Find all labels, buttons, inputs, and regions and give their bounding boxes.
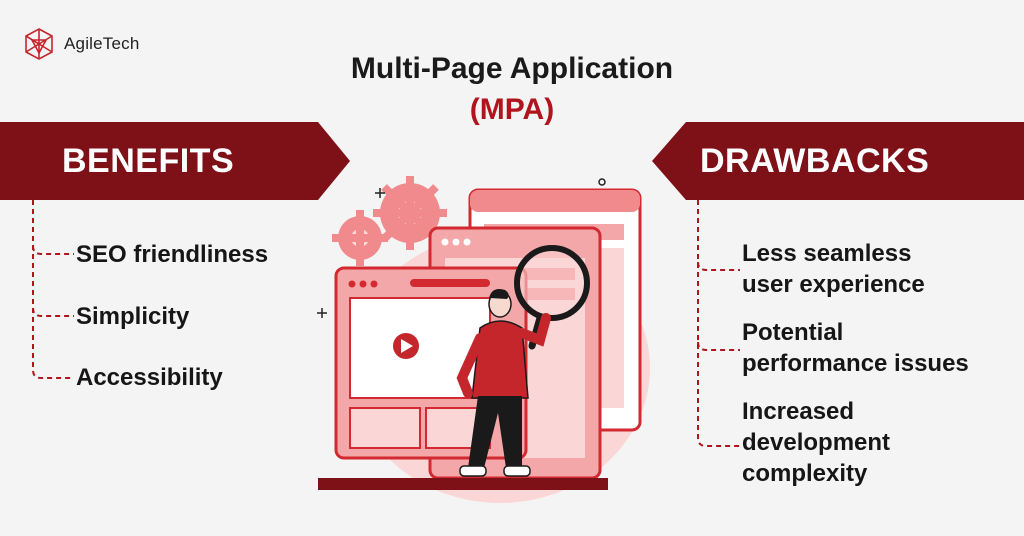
page-subtitle: (MPA) xyxy=(469,93,555,126)
drawback-item-ux: Less seamless user experience xyxy=(742,238,925,300)
sparkle-icon xyxy=(317,188,385,318)
mpa-illustration xyxy=(317,176,650,503)
drawback-item-ux-line-2: user experience xyxy=(742,271,925,298)
drawbacks-heading: DRAWBACKS xyxy=(700,142,930,180)
play-icon xyxy=(393,333,419,359)
drawback-item-complexity-line-3: complexity xyxy=(742,460,868,487)
drawback-item-complexity: Increased development complexity xyxy=(742,396,890,489)
drawback-item-ux-line-1: Less seamless xyxy=(742,240,912,267)
drawback-item-complexity-line-1: Increased xyxy=(742,398,855,425)
network-logo-icon xyxy=(25,28,53,60)
drawback-item-performance-line-2: performance issues xyxy=(742,350,969,377)
drawbacks-banner-shape xyxy=(652,122,1024,200)
benefits-heading: BENEFITS xyxy=(62,142,235,180)
benefits-banner-shape xyxy=(0,122,350,200)
magnifier-icon xyxy=(514,245,590,350)
benefit-item-seo: SEO friendliness xyxy=(76,241,269,268)
drawbacks-banner: DRAWBACKS xyxy=(652,122,1024,200)
benefit-item-accessibility: Accessibility xyxy=(76,364,223,391)
benefit-item-simplicity: Simplicity xyxy=(76,303,190,330)
brand-name: AgileTech xyxy=(64,34,140,53)
brand-logo: AgileTech xyxy=(22,27,140,61)
drawback-item-performance-line-1: Potential xyxy=(742,319,844,346)
benefits-banner: BENEFITS xyxy=(0,122,350,200)
drawback-item-complexity-line-2: development xyxy=(742,429,891,456)
person-figure xyxy=(456,289,551,477)
page-title: Multi-Page Application xyxy=(350,52,674,85)
drawback-item-performance: Potential performance issues xyxy=(742,317,969,379)
